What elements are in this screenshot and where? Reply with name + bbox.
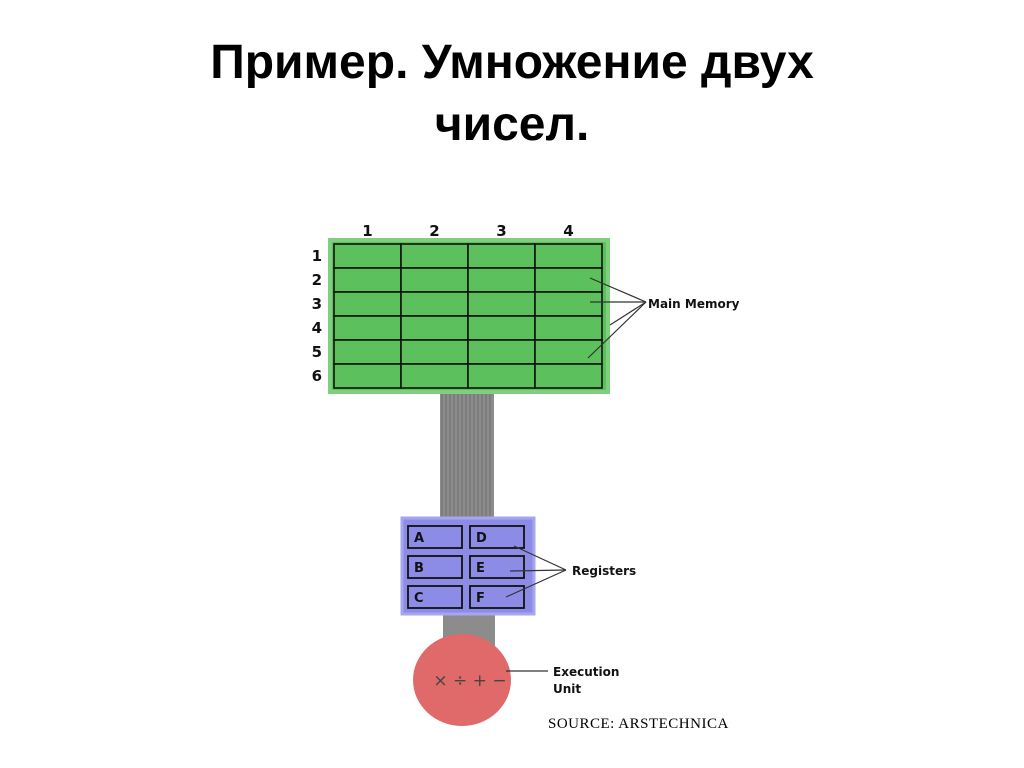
- row-label: 4: [312, 319, 322, 337]
- row-label: 2: [312, 271, 322, 289]
- execution-unit-circle: [413, 634, 511, 726]
- memory-cell: [333, 315, 402, 341]
- execution-unit: × ÷ + −: [413, 634, 511, 726]
- bus-lines: [441, 392, 491, 522]
- column-labels: 1 2 3 4: [362, 222, 573, 240]
- main-memory-label: Main Memory: [648, 297, 740, 311]
- column-label: 3: [496, 222, 506, 240]
- memory-cell: [467, 291, 536, 317]
- column-label: 1: [362, 222, 372, 240]
- memory-cell: [534, 243, 603, 269]
- register-label: C: [414, 591, 424, 606]
- register-boxes: ABC DEF: [407, 525, 525, 609]
- register-label: F: [476, 591, 485, 606]
- column-label: 2: [429, 222, 439, 240]
- pointer-line: [587, 301, 647, 359]
- memory-cell: [400, 363, 469, 389]
- memory-cell: [534, 315, 603, 341]
- memory-cell: [467, 267, 536, 293]
- registers-pointers: [505, 545, 567, 598]
- memory-cell: [333, 267, 402, 293]
- memory-cell: [467, 339, 536, 365]
- title-line-2: чисел.: [434, 98, 590, 151]
- row-labels: 1 2 3 4 5 6: [312, 247, 322, 385]
- pointer-line: [589, 277, 647, 303]
- memory-cell: [333, 339, 402, 365]
- memory-cell: [333, 243, 402, 269]
- row-label: 5: [312, 343, 322, 361]
- main-memory-grid: [333, 243, 603, 389]
- register-box: [469, 585, 525, 609]
- memory-cell: [333, 291, 402, 317]
- register-box: [469, 525, 525, 549]
- pointer-line: [509, 569, 567, 572]
- column-label: 4: [563, 222, 573, 240]
- memory-cell: [400, 339, 469, 365]
- row-label: 1: [312, 247, 322, 265]
- execution-unit-label-2: Unit: [553, 682, 581, 696]
- main-memory: [328, 238, 610, 394]
- title-line-1: Пример. Умножение двух: [210, 36, 814, 89]
- register-box: [407, 525, 463, 549]
- register-label: B: [414, 561, 424, 576]
- register-label: E: [476, 561, 485, 576]
- memory-cell: [534, 267, 603, 293]
- row-label: 3: [312, 295, 322, 313]
- execution-unit-label-1: Execution: [553, 665, 619, 679]
- memory-cell: [467, 315, 536, 341]
- registers-block: ABC DEF: [400, 516, 536, 616]
- memory-cell: [534, 339, 603, 365]
- execution-ops: × ÷ + −: [433, 671, 506, 691]
- bus-background: [440, 392, 494, 522]
- memory-cell: [467, 243, 536, 269]
- memory-cell: [400, 315, 469, 341]
- memory-cell: [400, 243, 469, 269]
- register-label: D: [476, 531, 487, 546]
- memory-cell: [333, 363, 402, 389]
- memory-cell: [534, 363, 603, 389]
- main-memory-pointers: [587, 277, 647, 359]
- registers-label: Registers: [572, 564, 636, 578]
- memory-cell: [534, 291, 603, 317]
- memory-cell: [400, 291, 469, 317]
- pointer-line: [609, 301, 647, 326]
- pointer-line: [505, 569, 567, 598]
- row-label: 6: [312, 367, 322, 385]
- slide-title: Пример. Умножение двух чисел.: [0, 32, 1024, 156]
- register-box: [469, 555, 525, 579]
- register-label: A: [414, 531, 424, 546]
- data-bus: [440, 392, 494, 522]
- source-credit: SOURCE: ARSTECHNICA: [548, 716, 729, 732]
- memory-cell: [400, 267, 469, 293]
- pointer-line: [513, 545, 567, 571]
- register-box: [407, 585, 463, 609]
- memory-cell: [467, 363, 536, 389]
- register-box: [407, 555, 463, 579]
